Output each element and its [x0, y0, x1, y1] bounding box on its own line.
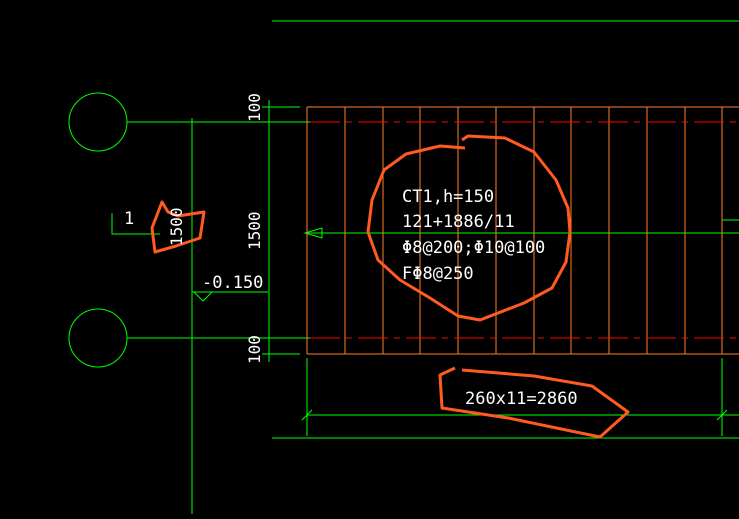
markup-shape-width-dim[interactable]: [150, 200, 206, 254]
tread-dim-tick-right: [716, 409, 728, 421]
step-line-group: [344, 107, 723, 354]
tread-dim-tick-left: [301, 409, 313, 421]
axis-bubble-top[interactable]: [68, 92, 128, 152]
elevation-label: -0.150: [202, 273, 263, 293]
stair-steps: [306, 106, 739, 355]
annotations: CT1,h=150 121+1886/11 Φ8@200;Φ10@100 FΦ8…: [124, 93, 578, 409]
stair-rebar-label: Φ8@200;Φ10@100: [402, 238, 545, 258]
dim-rotated-width: 1500: [167, 207, 186, 246]
stair-steps-label: 121+1886/11: [402, 212, 515, 232]
markup-shapes: [150, 134, 630, 439]
stair-name-label: CT1,h=150: [402, 187, 494, 207]
dim-width: 1500: [245, 211, 264, 250]
stair-distribution-label: FΦ8@250: [402, 264, 474, 284]
section-leader: [111, 213, 160, 235]
elevation-marker: [193, 291, 213, 302]
dim-bottom-offset: 100: [245, 335, 264, 364]
section-mark-label: 1: [124, 209, 134, 229]
red-center-lines: [310, 121, 739, 339]
dim-top-offset: 100: [245, 93, 264, 122]
markup-shape-tread-dim[interactable]: [438, 366, 630, 439]
axis-bubble-bottom[interactable]: [68, 308, 128, 368]
axis-lines: [68, 20, 739, 514]
tread-dimension-label: 260x11=2860: [465, 389, 578, 409]
direction-arrow: [303, 227, 323, 239]
markup-circle-stair-annotation[interactable]: [366, 134, 572, 322]
